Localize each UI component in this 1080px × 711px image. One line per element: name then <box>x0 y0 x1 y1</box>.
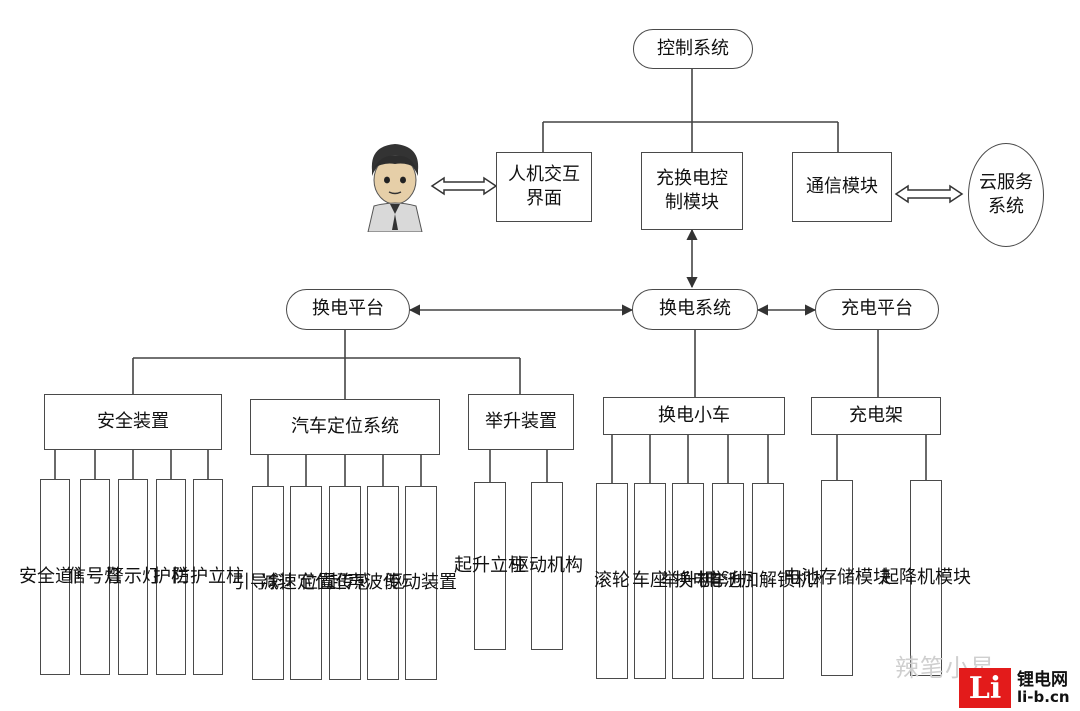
li-b-logo-icon: Li <box>959 668 1011 708</box>
charge-leaf-node: 起降机模块 <box>881 480 971 676</box>
cart-leaf-node: 滚轮 <box>594 483 630 679</box>
positioning-leaf-node: 减速定位带 <box>261 486 351 680</box>
swap-platform-node: 换电平台 <box>286 289 410 330</box>
cart-leaf-node: 电池加解锁机构 <box>705 483 831 679</box>
cart-leaf-node: 车座 <box>632 483 668 679</box>
swap-cart-node: 换电小车 <box>603 397 785 435</box>
charge-rack-node: 充电架 <box>811 397 941 435</box>
lifting-device-node: 举升装置 <box>468 394 574 450</box>
cloud-service-node: 云服务 系统 <box>968 143 1044 247</box>
user-avatar-icon <box>367 144 423 232</box>
lifting-leaf-node: 起升立柱 <box>454 482 526 650</box>
swap-system-node: 换电系统 <box>632 289 758 330</box>
safety-leaf-node: 信号灯 <box>68 479 122 675</box>
charge-platform-node: 充电平台 <box>815 289 939 330</box>
swap-control-module-node: 充换电控 制模块 <box>641 152 743 230</box>
safety-leaf-node: 警示灯 <box>106 479 160 675</box>
control-system-node: 控制系统 <box>633 29 753 69</box>
cart-leaf-node: 举升机 <box>661 483 715 679</box>
charge-leaf-node: 电池存储模块 <box>783 480 891 676</box>
lifting-leaf-node: 驱动机构 <box>511 482 583 650</box>
logo-site-name: 锂电网 <box>1017 670 1068 690</box>
positioning-leaf-node: 驱动装置 <box>385 486 457 680</box>
safety-device-node: 安全装置 <box>44 394 222 450</box>
safety-leaf-node: 安全道闸 <box>19 479 91 675</box>
safety-leaf-node: 防护立柱 <box>172 479 244 675</box>
safety-leaf-node: 护栏 <box>153 479 189 675</box>
communication-module-node: 通信模块 <box>792 152 892 222</box>
hmi-node: 人机交互 界面 <box>496 152 592 222</box>
vehicle-positioning-node: 汽车定位系统 <box>250 399 440 455</box>
logo-site-url: li-b.cn <box>1017 688 1070 706</box>
